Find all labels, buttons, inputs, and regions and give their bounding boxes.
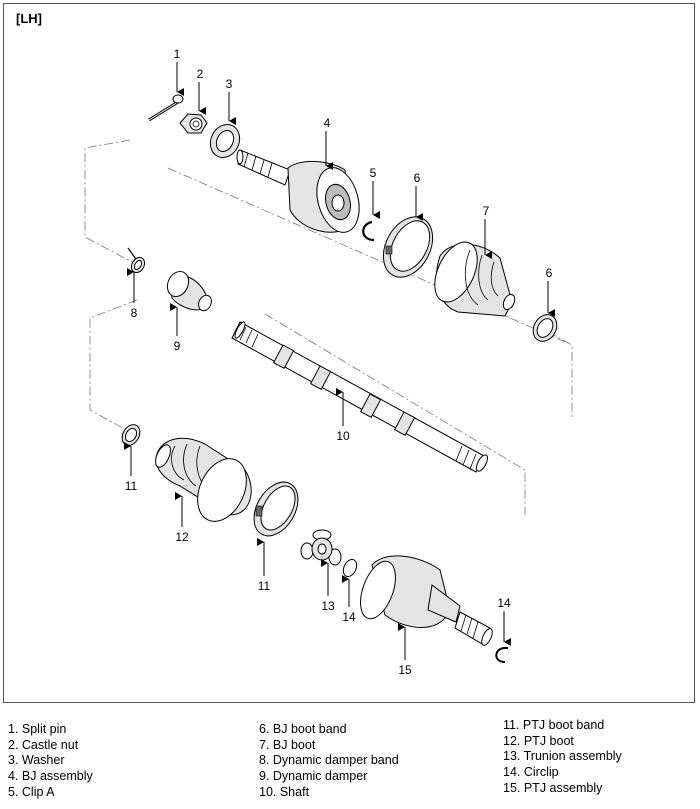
castle-nut xyxy=(179,113,208,134)
bj-boot xyxy=(434,241,516,317)
bj-boot-band-lower xyxy=(532,314,558,342)
ptj-boot xyxy=(155,437,252,522)
legend-item: 14. Circlip xyxy=(503,765,559,780)
callout-11-left: 11 xyxy=(125,479,138,493)
callout-labels: 1 2 3 4 5 6 7 6 8 9 10 11 12 11 13 14 15… xyxy=(125,47,553,677)
legend-item: 10. Shaft xyxy=(259,784,310,799)
callout-1: 1 xyxy=(174,47,181,61)
exploded-drive-shaft-diagram: 1 2 3 4 5 6 7 6 8 9 10 11 12 11 13 14 15… xyxy=(84,47,573,677)
legend-item: 13. Trunion assembly xyxy=(503,749,622,764)
callout-3: 3 xyxy=(226,77,233,91)
trunion-assembly xyxy=(300,529,342,566)
washer xyxy=(209,123,241,159)
callout-11-center: 11 xyxy=(258,579,271,593)
callout-6-lower: 6 xyxy=(546,266,553,280)
dynamic-damper xyxy=(166,270,212,312)
legend-column-3: 11. PTJ boot band 12. PTJ boot 13. Truni… xyxy=(503,718,622,797)
callout-12: 12 xyxy=(175,530,189,544)
callout-14-right: 14 xyxy=(497,596,511,610)
legend-item: 9. Dynamic damper xyxy=(259,769,368,784)
ptj-boot-band-left xyxy=(121,424,141,446)
callout-4: 4 xyxy=(324,116,331,130)
legend-item: 5. Clip A xyxy=(8,784,55,799)
callout-7: 7 xyxy=(483,204,490,218)
callout-2: 2 xyxy=(197,67,204,81)
callout-5: 5 xyxy=(370,166,377,180)
ptj-assembly xyxy=(360,555,493,646)
legend-column-1: 1. Split pin 2. Castle nut 3. Washer 4. … xyxy=(8,722,93,801)
shaft xyxy=(231,321,489,473)
bj-assembly xyxy=(236,149,360,233)
callout-10: 10 xyxy=(336,429,350,443)
legend-item: 11. PTJ boot band xyxy=(503,718,605,732)
legend-item: 12. PTJ boot xyxy=(503,733,574,748)
legend-item: 6. BJ boot band xyxy=(259,722,347,736)
legend-item: 7. BJ boot xyxy=(259,737,316,752)
legend-item: 1. Split pin xyxy=(8,722,67,736)
dynamic-damper-band xyxy=(127,247,146,274)
circlip-small xyxy=(342,558,358,578)
diagram-title: [LH] xyxy=(16,11,42,26)
split-pin xyxy=(148,94,184,122)
legend-item: 3. Washer xyxy=(8,753,65,768)
callout-6-upper: 6 xyxy=(414,171,421,185)
diagram-frame xyxy=(3,3,695,703)
bj-boot-band-upper xyxy=(382,216,434,278)
callout-arrows xyxy=(124,62,555,660)
callout-13: 13 xyxy=(321,599,335,613)
clip-a xyxy=(362,220,375,242)
legend-item: 4. BJ assembly xyxy=(8,769,93,784)
callout-15: 15 xyxy=(398,663,412,677)
legend-item: 8. Dynamic damper band xyxy=(259,753,399,768)
callout-9: 9 xyxy=(174,339,181,353)
legend-item: 15. PTJ assembly xyxy=(503,780,603,795)
legend-item: 2. Castle nut xyxy=(8,737,79,752)
ptj-boot-band-center xyxy=(253,481,299,537)
circlip-right xyxy=(495,646,509,663)
callout-8: 8 xyxy=(131,306,138,320)
callout-14-small: 14 xyxy=(342,610,356,624)
legend-column-2: 6. BJ boot band 7. BJ boot 8. Dynamic da… xyxy=(259,722,399,801)
